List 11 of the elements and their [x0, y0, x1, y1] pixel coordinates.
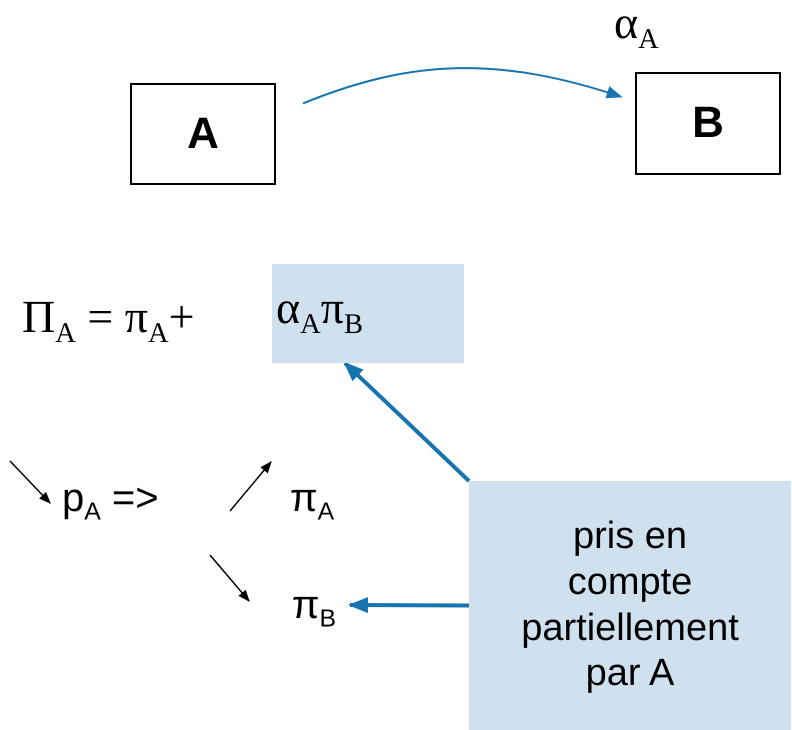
formula-text: π$_{A}$ — [290, 478, 334, 526]
note-box: pris en compte partiellement par A — [469, 481, 791, 730]
process-box: B — [635, 72, 781, 175]
arrow — [348, 597, 469, 614]
highlight-box: α$_{A}$π$_{B}$ — [272, 264, 464, 363]
arrow — [344, 362, 470, 482]
process-box: A — [130, 83, 276, 185]
text: π$_{B}$ — [278, 578, 350, 638]
formula-text: Π$_{A}$ = π$_{A}$+ — [22, 294, 195, 348]
formula-text: p$_{A}$ => — [62, 478, 159, 526]
arrow — [302, 67, 623, 104]
